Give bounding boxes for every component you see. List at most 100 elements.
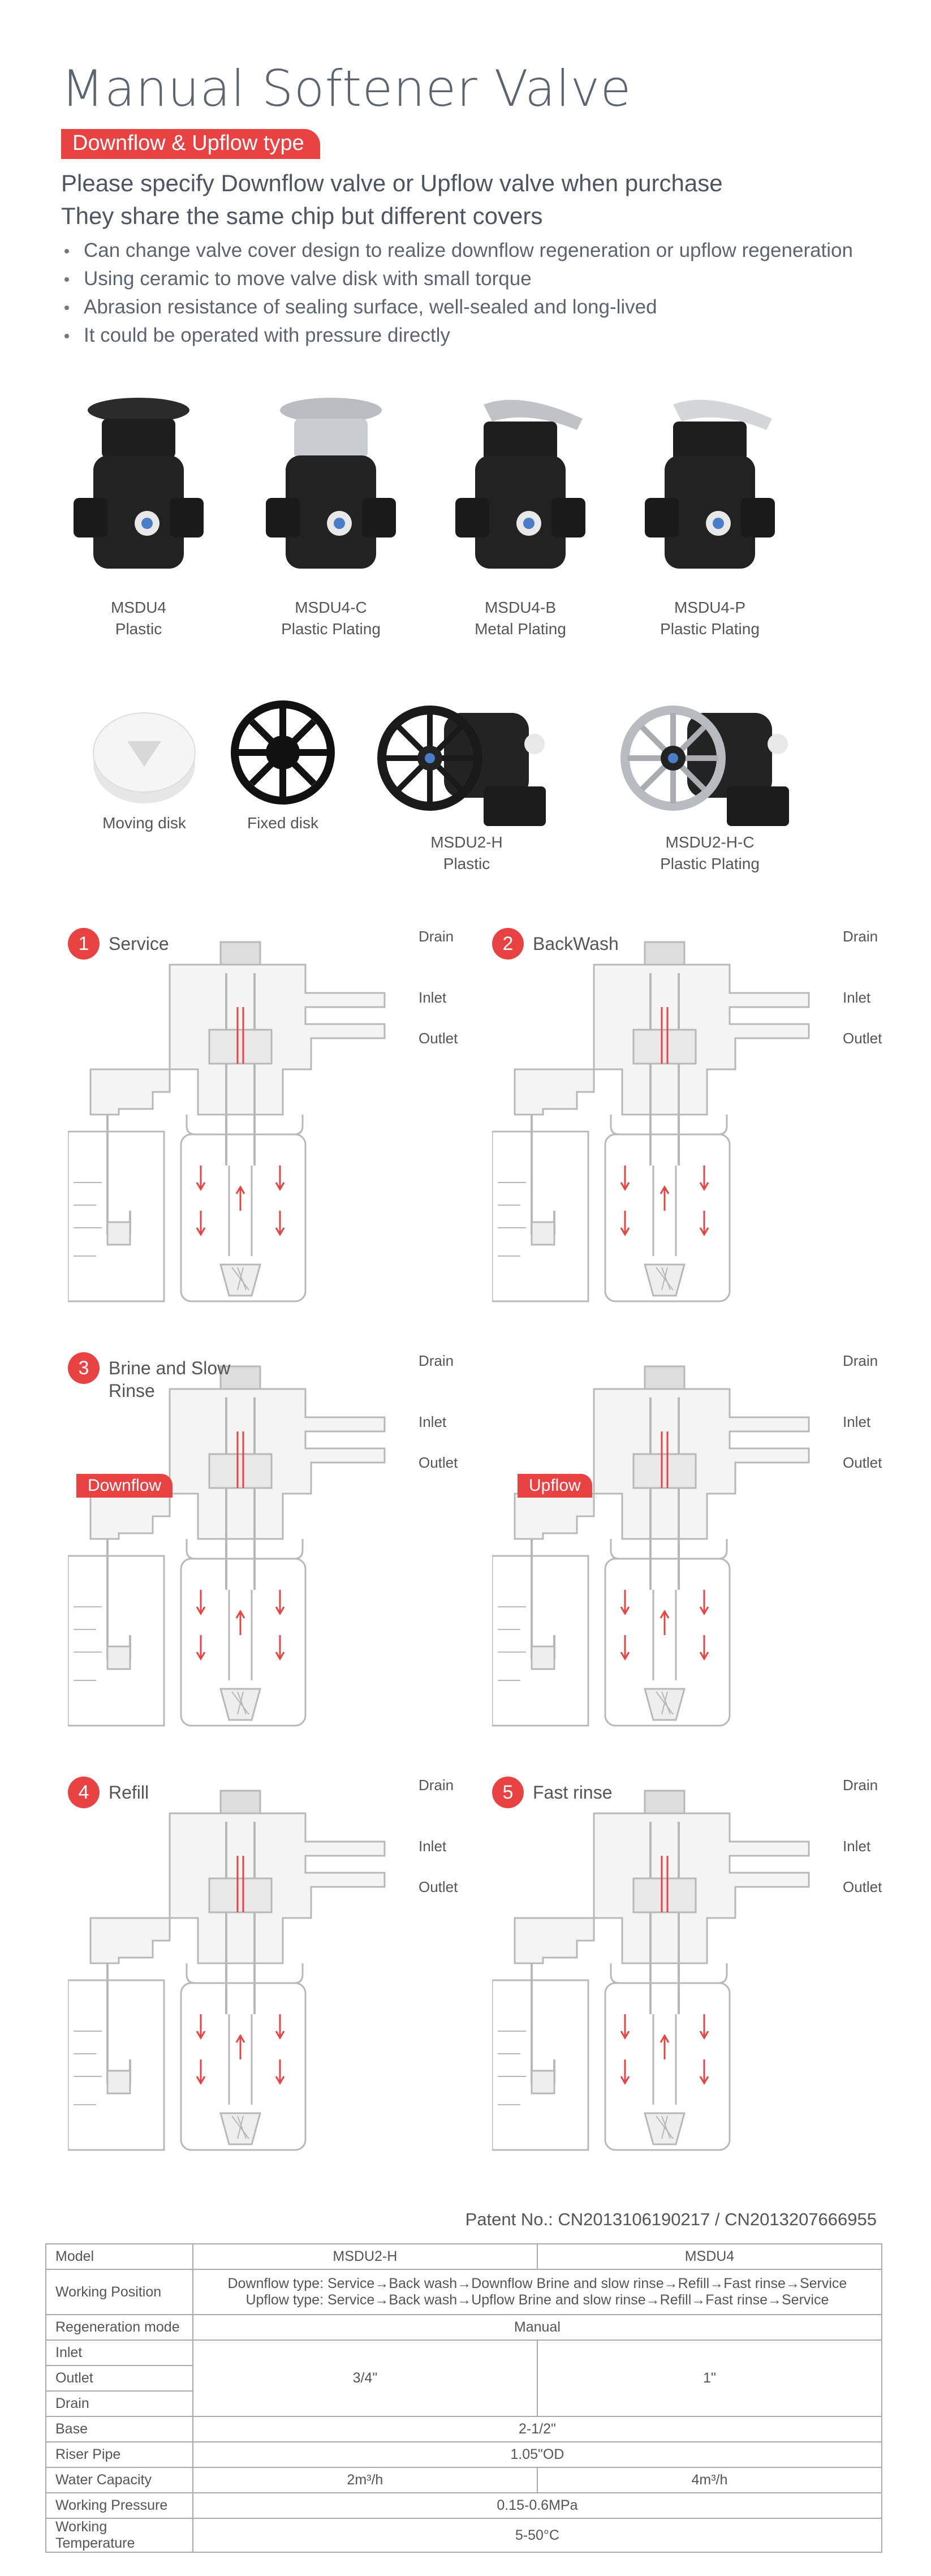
- outlet-label: Outlet: [843, 1030, 882, 1047]
- table-row: Outlet: [45, 2365, 882, 2392]
- step-number: 2: [492, 928, 524, 960]
- diagram-brine-upflow: Drain Inlet Outlet Upflow: [492, 1352, 922, 1771]
- feature-item: Using ceramic to move valve disk with sm…: [63, 265, 853, 293]
- feature-list: Can change valve cover design to realize…: [63, 236, 853, 350]
- diagram-refill: 4 Refill Drain Inlet Outlet: [68, 1777, 498, 2195]
- cell: 1": [536, 2340, 883, 2417]
- feature-item: It could be operated with pressure direc…: [63, 321, 853, 350]
- table-row: Inlet 3/4" 1": [45, 2340, 883, 2417]
- drain-label: Drain: [843, 1352, 878, 1369]
- page-title: Manual Softener Valve: [61, 59, 632, 118]
- inlet-label: Inlet: [419, 1838, 447, 1855]
- ceramic-disk-icon: [93, 712, 196, 803]
- table-row: Water Capacity 2m³/h 4m³/h: [45, 2467, 883, 2493]
- valve-flow-diagram: [492, 941, 810, 1302]
- lever-valve-icon: [266, 398, 396, 569]
- lead-text: Please specify Downflow valve or Upflow …: [61, 167, 723, 233]
- product-msdu2-h: MSDU2-H Plastic: [373, 690, 560, 875]
- diagram-fast-rinse: 5 Fast rinse Drain Inlet Outlet: [492, 1777, 922, 2195]
- step-name: Refill: [109, 1782, 149, 1803]
- product-model: MSDU2-H: [430, 833, 503, 851]
- row-label: Working Position: [45, 2269, 193, 2315]
- handwheel-valve-icon: [620, 706, 789, 826]
- step-name: BackWash: [533, 934, 619, 954]
- product-model: MSDU4-C: [295, 599, 367, 616]
- product-msdu4-c: MSDU4-C Plastic Plating: [246, 388, 416, 640]
- product-model: MSDU4-B: [484, 599, 556, 616]
- patent-number: Patent No.: CN2013106190217 / CN20132076…: [465, 2209, 877, 2229]
- row-label: Water Capacity: [45, 2467, 193, 2493]
- product-msdu4: MSDU4 Plastic: [54, 388, 223, 640]
- table-row: Base 2-1/2": [45, 2416, 883, 2442]
- step-name: Service: [109, 934, 169, 954]
- table-row: Riser Pipe 1.05"OD: [45, 2441, 883, 2468]
- inlet-label: Inlet: [419, 989, 447, 1006]
- table-row: Working Temperature 5-50°C: [45, 2518, 883, 2553]
- outlet-label: Outlet: [419, 1454, 458, 1471]
- product-material: Plastic Plating: [660, 855, 760, 872]
- diagram-service: 1 Service Drain Inlet Outlet: [68, 928, 498, 1347]
- table-row: Regeneration mode Manual: [45, 2314, 883, 2341]
- product-model: Fixed disk: [247, 814, 319, 832]
- cell: 2-1/2": [192, 2416, 883, 2442]
- feature-item: Abrasion resistance of sealing surface, …: [63, 293, 853, 321]
- cell: 0.15-0.6MPa: [192, 2492, 883, 2519]
- drain-label: Drain: [419, 928, 454, 945]
- row-label: Working Pressure: [45, 2492, 193, 2519]
- cell: 2m³/h: [192, 2467, 538, 2493]
- cell: 4m³/h: [536, 2467, 883, 2493]
- table-row: Model MSDU2-H MSDU4: [45, 2243, 883, 2270]
- type-tag: Downflow & Upflow type: [61, 129, 320, 159]
- step-name: Brine and Slow Rinse: [109, 1358, 231, 1401]
- diagram-backwash: 2 BackWash Drain Inlet Outlet: [492, 928, 922, 1347]
- diagram-brine-downflow: 3 Brine and Slow Rinse Drain Inlet Outle…: [68, 1352, 498, 1771]
- cell: Manual: [192, 2314, 883, 2341]
- product-msdu2-h-c: MSDU2-H-C Plastic Plating: [617, 690, 803, 875]
- fixed-disk-icon: [231, 700, 335, 805]
- table-row: Working Position Downflow type: Service→…: [45, 2269, 883, 2315]
- valve-flow-diagram: [492, 1790, 810, 2151]
- product-material: Plastic Plating: [281, 620, 381, 638]
- row-label: Inlet: [45, 2340, 193, 2366]
- product-fixed-disk: Fixed disk: [198, 696, 368, 834]
- product-moving-disk: Moving disk: [59, 696, 229, 834]
- table-row: Drain: [45, 2390, 882, 2417]
- inlet-label: Inlet: [843, 1413, 871, 1430]
- cell: 3/4": [192, 2340, 538, 2417]
- flow-tag: Downflow: [76, 1474, 173, 1498]
- table-row: Working Pressure 0.15-0.6MPa: [45, 2492, 883, 2519]
- product-model: Moving disk: [102, 814, 186, 832]
- row-label: Outlet: [45, 2365, 193, 2392]
- step-number: 5: [492, 1777, 524, 1808]
- cell: 5-50°C: [192, 2518, 883, 2553]
- outlet-label: Outlet: [843, 1454, 882, 1471]
- step-number: 3: [68, 1352, 100, 1384]
- working-position-downflow: Downflow type: Service→Back wash→Downflo…: [227, 2276, 847, 2291]
- outlet-label: Outlet: [843, 1878, 882, 1895]
- row-label: Model: [45, 2243, 193, 2270]
- row-label: Drain: [45, 2390, 193, 2417]
- step-name: Fast rinse: [533, 1782, 613, 1803]
- row-label: Riser Pipe: [45, 2441, 193, 2468]
- working-position-upflow: Upflow type: Service→Back wash→Upflow Br…: [245, 2292, 829, 2308]
- handwheel-valve-icon: [377, 706, 546, 826]
- step-number: 1: [68, 928, 100, 960]
- product-msdu4-p: MSDU4-P Plastic Plating: [625, 388, 795, 640]
- lever-valve-icon: [74, 398, 204, 569]
- spec-table: Model MSDU2-H MSDU4 Working Position Dow…: [45, 2243, 883, 2553]
- cell: Downflow type: Service→Back wash→Downflo…: [192, 2269, 883, 2315]
- cell: MSDU2-H: [192, 2243, 538, 2270]
- product-msdu4-b: MSDU4-B Metal Plating: [436, 388, 605, 640]
- drain-label: Drain: [419, 1352, 454, 1369]
- inlet-label: Inlet: [843, 989, 871, 1006]
- product-material: Plastic: [115, 620, 162, 638]
- valve-flow-diagram: [68, 941, 386, 1302]
- lead-line-1: Please specify Downflow valve or Upflow …: [61, 170, 723, 196]
- valve-flow-diagram: [68, 1365, 386, 1727]
- product-model: MSDU4-P: [674, 599, 745, 616]
- lever-valve-icon: [645, 399, 775, 569]
- outlet-label: Outlet: [419, 1878, 458, 1895]
- valve-flow-diagram: [492, 1365, 810, 1727]
- lever-valve-icon: [455, 399, 585, 569]
- drain-label: Drain: [419, 1777, 454, 1794]
